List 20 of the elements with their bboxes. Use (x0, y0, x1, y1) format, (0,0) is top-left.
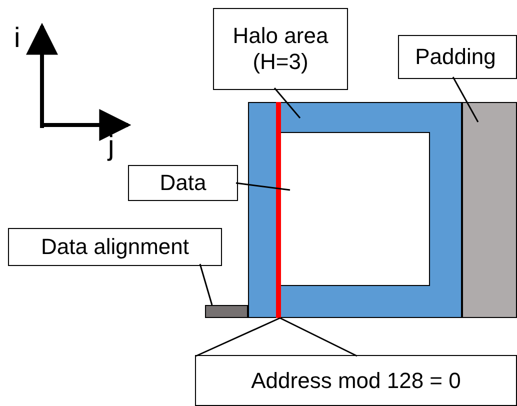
data-area (280, 132, 430, 286)
callout-box (195, 355, 517, 406)
callout-text: Halo area (H=3) (232, 23, 330, 75)
halo-area (248, 102, 462, 318)
leader-line (195, 317, 358, 357)
leader-line (236, 182, 290, 191)
padding-area (462, 102, 517, 318)
callout-box (128, 165, 238, 201)
alignment-bar (205, 305, 248, 318)
axis-label: j (108, 130, 114, 162)
callout-text: Data alignment (41, 234, 189, 260)
leader-line (199, 264, 213, 306)
leader-line (452, 76, 479, 122)
callout-text: Padding (415, 44, 496, 70)
callout-box (213, 8, 348, 90)
callout-box (8, 228, 222, 266)
callout-text: Address mod 128 = 0 (251, 368, 461, 394)
callout-box (398, 35, 517, 79)
axis-label: i (14, 22, 20, 54)
callout-text: Data (160, 170, 206, 196)
